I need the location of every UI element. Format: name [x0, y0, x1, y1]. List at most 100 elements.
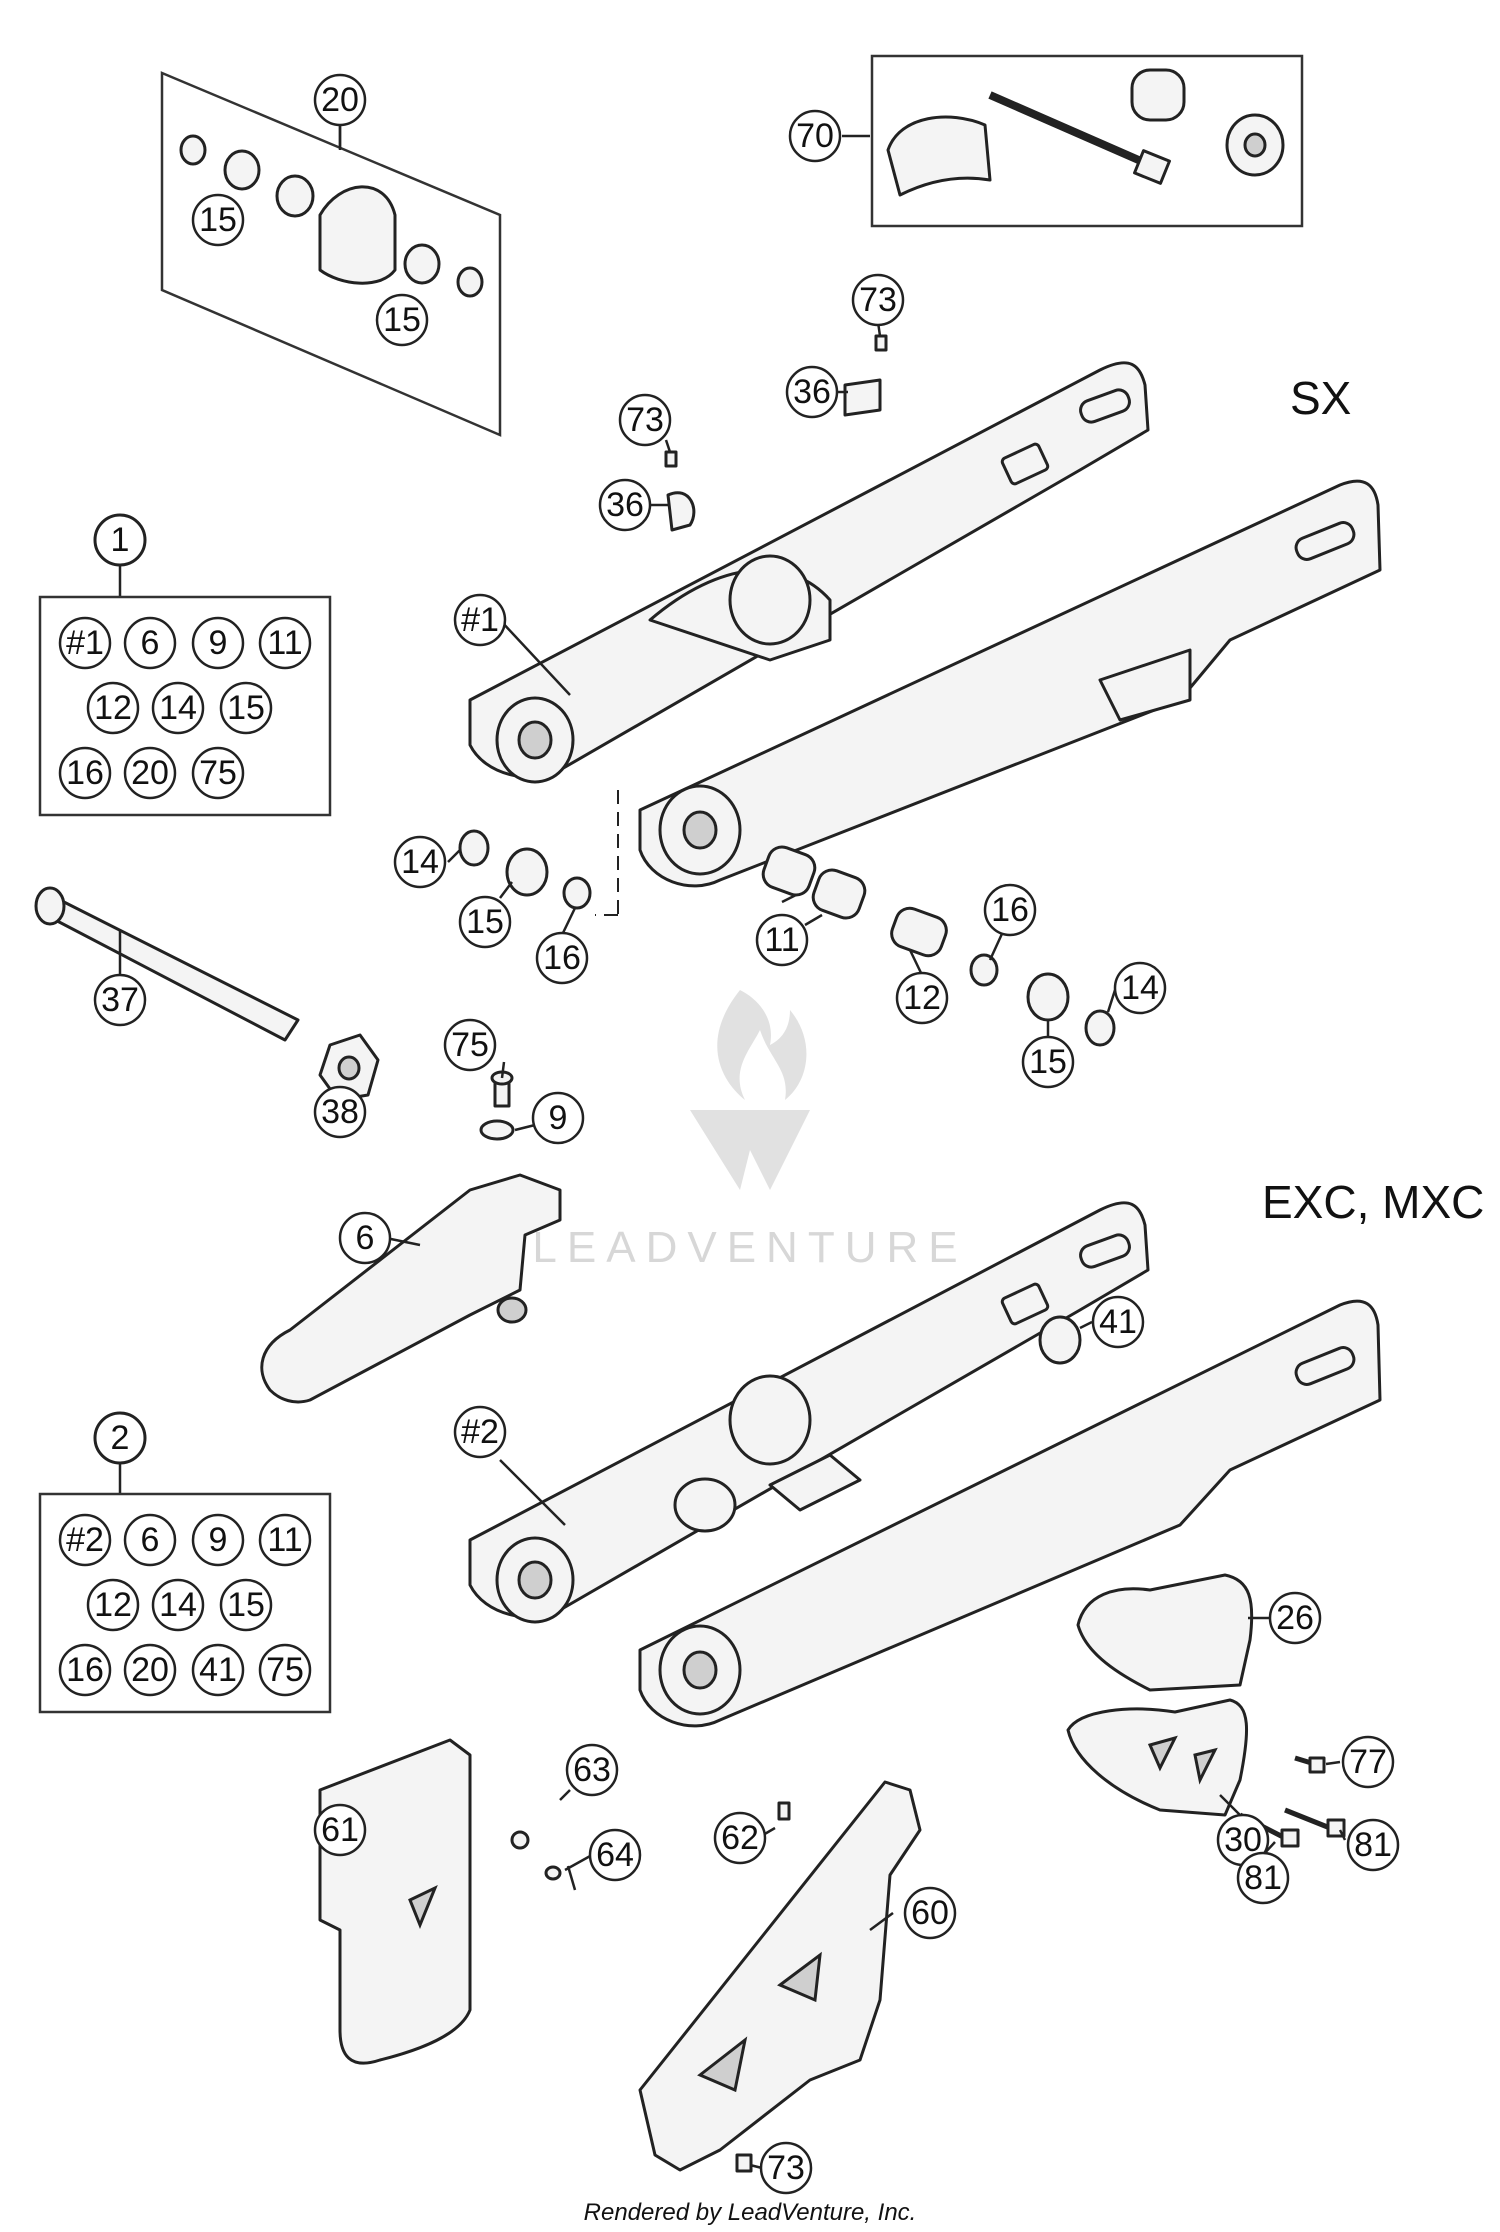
pivot-axle — [34, 886, 380, 1102]
kit-20-ring-2 — [456, 266, 484, 298]
part-14-left — [458, 829, 490, 867]
callout-kit-20-seal-a: 15 — [191, 193, 245, 247]
callout-c11: 11 — [755, 913, 809, 967]
kit-2-item-6-label: 6 — [141, 1521, 160, 1559]
kit-2-number: 2 — [111, 1419, 130, 1457]
leadventure-watermark: LEADVENTURE — [532, 990, 958, 1272]
callout-c30-label: 30 — [1224, 1821, 1262, 1859]
kit-1-item-9: 9 — [191, 616, 245, 670]
chain-slider — [260, 1173, 562, 1404]
callout-c37: 37 — [93, 973, 147, 1027]
kit-2-item-20: 20 — [123, 1643, 177, 1697]
kit-1-item-75: 75 — [191, 746, 245, 800]
callout-c41: 41 — [1091, 1295, 1145, 1349]
callout-c75-label: 75 — [451, 1026, 489, 1064]
kit-2-item-16: 16 — [58, 1643, 112, 1697]
part-15-left — [505, 847, 549, 897]
callout-c9-label: 9 — [549, 1099, 568, 1137]
kit-1-item-6-label: 6 — [141, 624, 160, 662]
callout-c81-right-label: 81 — [1354, 1826, 1392, 1864]
kit-1-item-11-label: 11 — [267, 624, 302, 662]
chain-guards — [318, 1738, 922, 2173]
callout-c73-bottom-label: 73 — [767, 2149, 805, 2187]
part-81-bolt-b — [1280, 1828, 1300, 1848]
callout-c63-label: 63 — [573, 1751, 611, 1789]
callout-c77: 77 — [1341, 1735, 1395, 1789]
kit-1-item-hash1-label: #1 — [66, 624, 104, 662]
chain-slider-fasteners — [479, 1070, 515, 1141]
kit-1-item-75-label: 75 — [199, 754, 237, 792]
part-14-right — [1084, 1009, 1116, 1047]
swingarm-sx — [468, 361, 1382, 916]
callout-c81-right: 81 — [1346, 1818, 1400, 1872]
callout-c36-mid-label: 36 — [606, 486, 644, 524]
part-41-seal — [1038, 1315, 1082, 1365]
callout-kit-20-label: 20 — [321, 81, 359, 119]
callout-c60: 60 — [903, 1886, 957, 1940]
kit-20-group — [160, 71, 502, 437]
callout-c73-top-label: 73 — [859, 281, 897, 319]
kit-2-item-41-label: 41 — [199, 1651, 237, 1689]
part-73-top-screw — [874, 334, 888, 352]
callout-c-swing-1: #1 — [453, 593, 507, 647]
callout-c-swing-2-label: #2 — [461, 1413, 499, 1451]
pivot-hardware-sx — [458, 829, 1116, 1047]
kit-20-bushing — [318, 185, 397, 285]
kit-2-item-9-label: 9 — [209, 1521, 228, 1559]
callout-c14-left: 14 — [393, 835, 447, 889]
kit-20-seal-2 — [403, 243, 441, 285]
kit-20-ring-1 — [179, 134, 207, 166]
kit-2-item-15-label: 15 — [227, 1586, 265, 1624]
swingarm-sx-screws — [664, 334, 888, 532]
kit-2-item-11-label: 11 — [267, 1521, 302, 1559]
kit-1-item-20-label: 20 — [131, 754, 169, 792]
callout-c6-label: 6 — [356, 1219, 375, 1257]
part-6-chain-slider — [260, 1173, 562, 1404]
kit-70-bolt-head — [1133, 149, 1171, 185]
part-61-chain-guard — [318, 1738, 472, 2065]
kit-1-item-hash1: #1 — [58, 616, 112, 670]
part-37-axle — [38, 898, 300, 1042]
part-36-top-clip — [843, 378, 882, 417]
part-77-bolt — [1308, 1756, 1326, 1774]
callout-c61-label: 61 — [321, 1811, 359, 1849]
callout-c77-label: 77 — [1349, 1743, 1387, 1781]
kit-1-item-11: 11 — [258, 616, 312, 670]
callout-c16-left-label: 16 — [543, 939, 581, 977]
kit-1-item-15-label: 15 — [227, 689, 265, 727]
callout-c15-right: 15 — [1021, 1035, 1075, 1089]
callout-c73-bottom: 73 — [759, 2141, 813, 2195]
callout-c11-label: 11 — [764, 921, 799, 959]
kit-1-item-12-label: 12 — [94, 689, 132, 727]
kit-1-item-14-label: 14 — [159, 689, 197, 727]
kit-2-item-12-label: 12 — [94, 1586, 132, 1624]
callout-c81-left-label: 81 — [1244, 1859, 1282, 1897]
kit-20-seal-1 — [223, 149, 261, 191]
model-label-exc-mxc: EXC, MXC — [1262, 1176, 1484, 1228]
kit-1-item-20: 20 — [123, 746, 177, 800]
callout-c26: 26 — [1268, 1591, 1322, 1645]
kit-2-item-9: 9 — [191, 1513, 245, 1567]
callout-c41-label: 41 — [1099, 1303, 1137, 1341]
callout-c15-left: 15 — [458, 895, 512, 949]
callout-c14-right: 14 — [1113, 961, 1167, 1015]
kit-2-item-6: 6 — [123, 1513, 177, 1567]
model-label-sx: SX — [1290, 372, 1351, 424]
kit-2-item-hash2-label: #2 — [66, 1521, 104, 1559]
callout-c62: 62 — [713, 1811, 767, 1865]
callout-kit-70-label: 70 — [796, 117, 834, 155]
callout-c12-label: 12 — [903, 979, 941, 1017]
kit-1-item-14: 14 — [151, 681, 205, 735]
kit-20-bearing — [275, 174, 315, 218]
kit-2-item-15: 15 — [219, 1578, 273, 1632]
kit-1-item-15: 15 — [219, 681, 273, 735]
kit-2-item-20-label: 20 — [131, 1651, 169, 1689]
callout-c37-label: 37 — [101, 981, 139, 1019]
swingarm-exc-lower-arm — [638, 1299, 1382, 1728]
callout-kit-20-seal-a-label: 15 — [199, 201, 237, 239]
part-16-left — [562, 876, 592, 910]
part-11-bearing-b — [811, 868, 867, 920]
callout-c73-mid-label: 73 — [626, 401, 664, 439]
callout-kit-20-seal-b-label: 15 — [383, 301, 421, 339]
